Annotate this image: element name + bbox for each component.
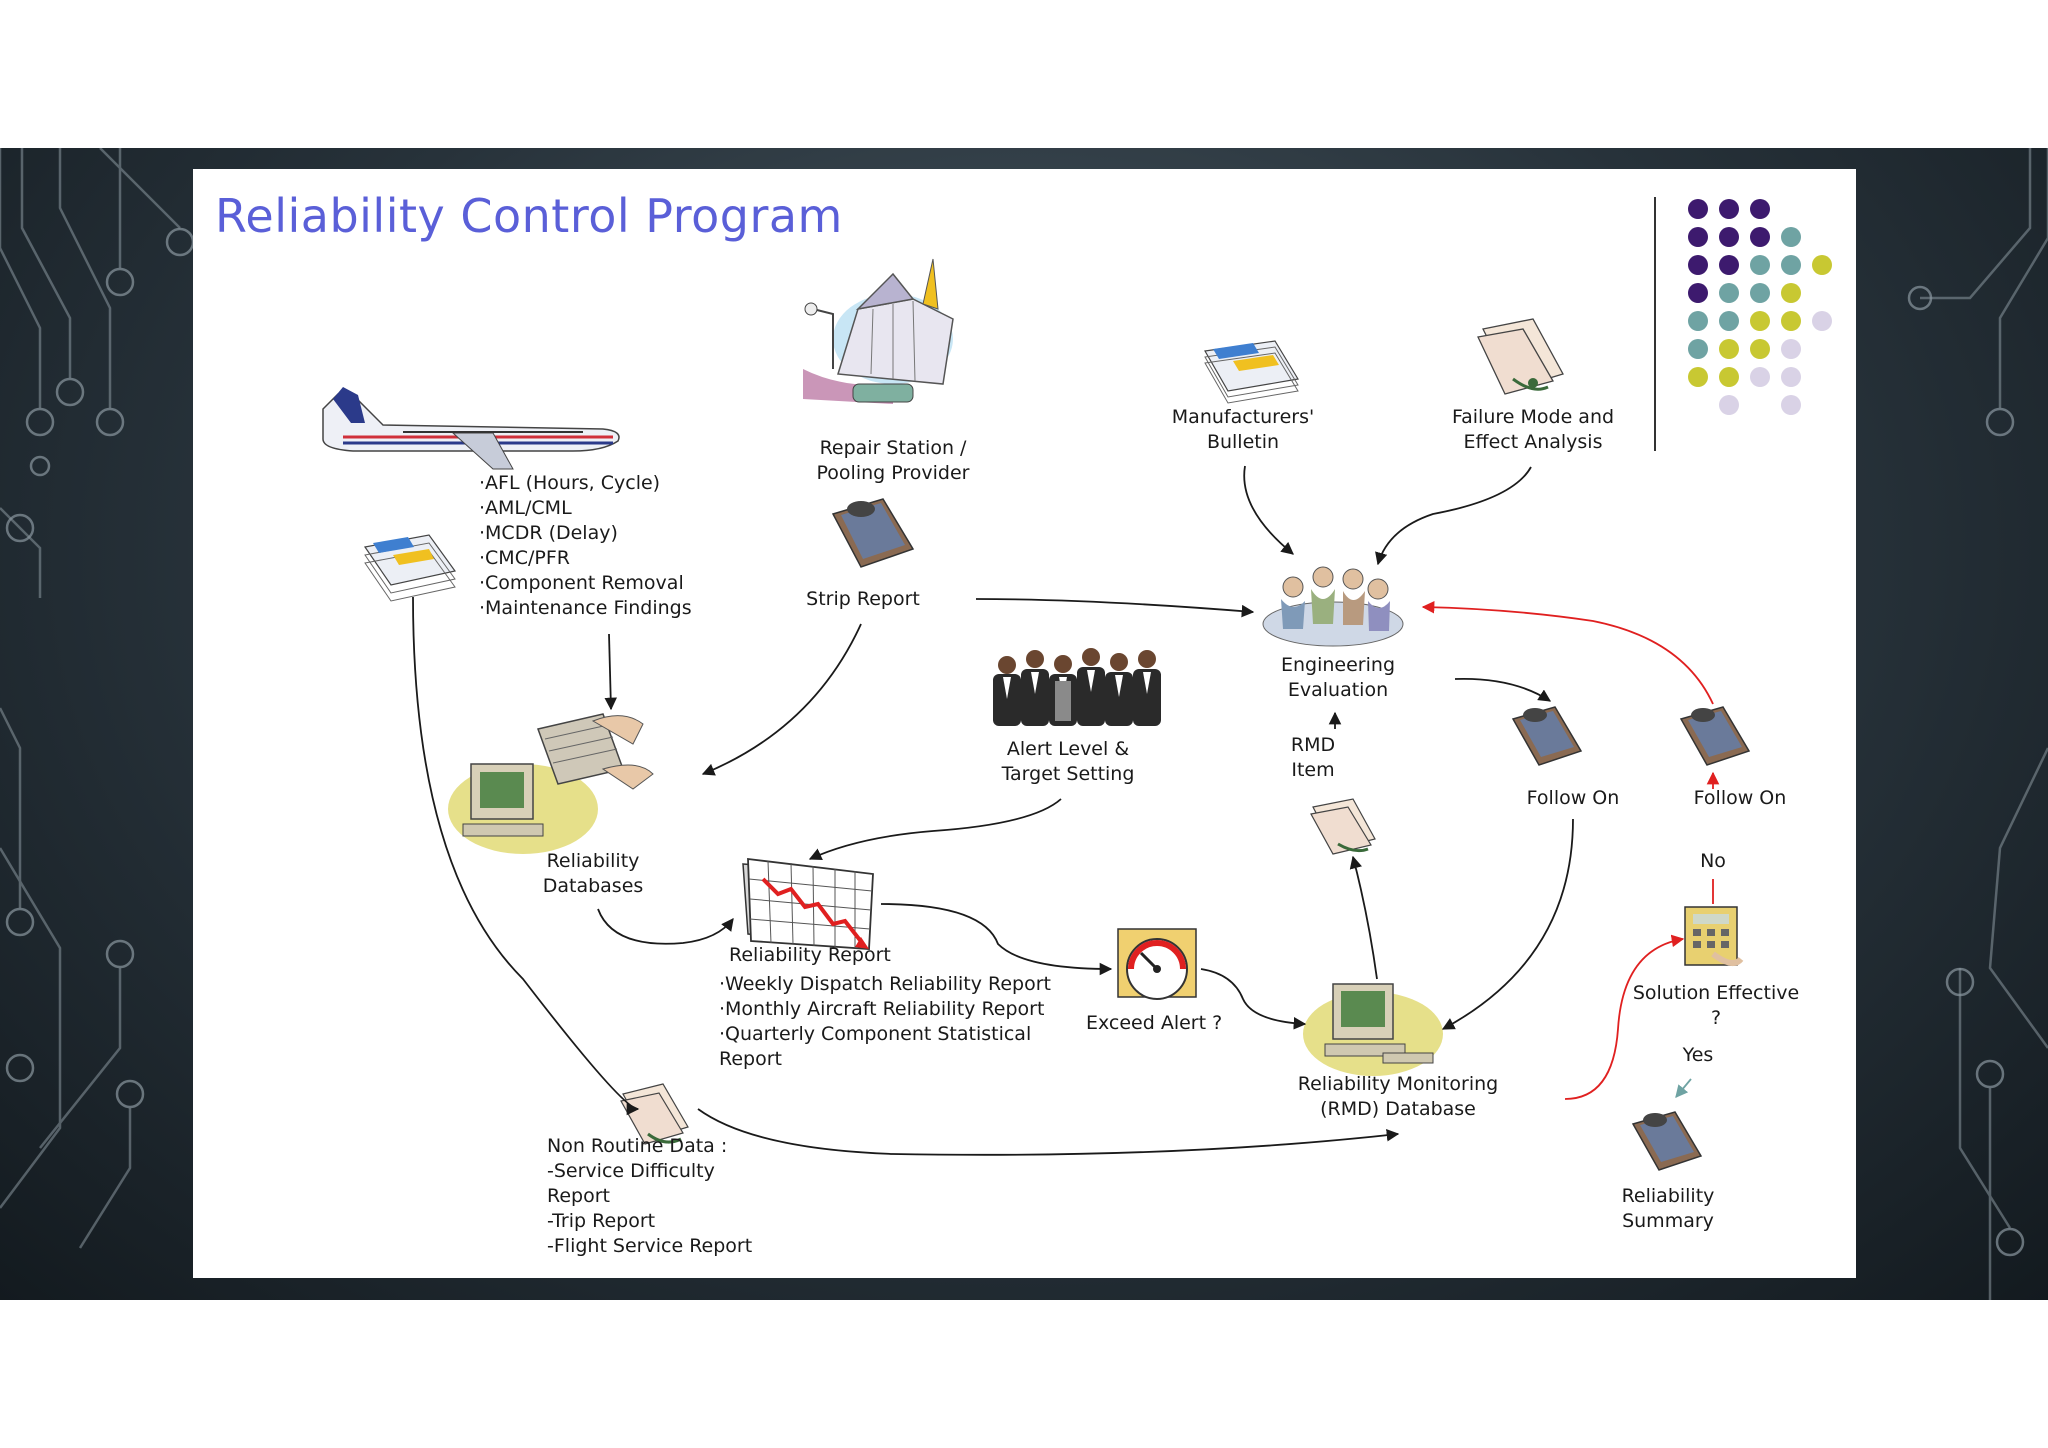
reliability-summary-label: Reliability Summary: [1621, 1185, 1715, 1232]
page-title: Reliability Control Program: [215, 189, 843, 243]
decorative-dot-grid: [1688, 199, 1832, 415]
reliability-report-label: Reliability Report: [729, 944, 891, 966]
feedback-connectors: [1421, 600, 1720, 1100]
list-item: -Flight Service Report: [547, 1235, 753, 1257]
arrow-alert-to-report: [808, 798, 1062, 861]
circuit-pattern: [0, 148, 2048, 1300]
solution-effective-label: Solution Effective ?: [1632, 982, 1800, 1029]
calculator-icon: [1684, 906, 1744, 966]
list-item: Non Routine Data :: [547, 1135, 728, 1157]
non-routine-data-list: Non Routine Data : -Service Difficulty R…: [547, 1134, 752, 1259]
list-item: ·AFL (Hours, Cycle): [479, 472, 661, 494]
arrow-bulletin-to-engineering: [1243, 465, 1294, 555]
exceed-alert-label: Exceed Alert ?: [1086, 1012, 1223, 1034]
report-items-list: ·Weekly Dispatch Reliability Report ·Mon…: [719, 972, 1051, 1072]
list-item: -Service Difficulty: [547, 1160, 715, 1182]
engineering-team-icon: [1262, 566, 1404, 647]
list-item: ·CMC/PFR: [479, 547, 570, 569]
aircraft-data-list: ·AFL (Hours, Cycle) ·AML/CML ·MCDR (Dela…: [479, 471, 692, 621]
no-label: No: [1700, 850, 1726, 872]
list-item: -Trip Report: [547, 1210, 656, 1232]
rmd-item-label: RMD Item: [1290, 734, 1336, 781]
arrow-databases-to-report: [597, 908, 734, 945]
arrow-data-to-databases: [604, 633, 617, 711]
follow-on-label: Follow On: [1526, 787, 1620, 809]
list-item: ·Maintenance Findings: [479, 597, 692, 619]
reliability-summary-clipboard-icon: [1631, 1111, 1703, 1171]
computer-keyboard-icon: [448, 713, 654, 854]
manufacturers-bulletin-label: Manufacturers' Bulletin: [1171, 406, 1315, 453]
arrow-report-to-alert: [880, 903, 1113, 976]
repair-station-icon: [803, 258, 954, 404]
arrow-followon-to-rmd: [1441, 818, 1574, 1030]
follow-on-label-2: Follow On: [1693, 787, 1787, 809]
list-item: ·Quarterly Component Statistical: [719, 1023, 1032, 1045]
arrow-alert-to-rmd: [1200, 968, 1307, 1030]
engineering-evaluation-label: Engineering Evaluation: [1281, 654, 1395, 701]
follow-on-clipboard-icon-2: [1679, 706, 1751, 766]
rmd-item-document-icon: [1310, 798, 1376, 855]
flow-connectors: [412, 465, 1574, 1156]
repair-station-label: Repair Station / Pooling Provider: [816, 437, 970, 484]
arrow-yes-to-summary: [1675, 1078, 1692, 1098]
strip-report-clipboard-icon: [831, 498, 915, 568]
arrow-fmea-to-engineering: [1375, 466, 1532, 566]
team-people-icon: [993, 648, 1161, 726]
list-item: ·AML/CML: [479, 497, 572, 519]
reliability-databases-label: Reliability Databases: [542, 850, 644, 897]
list-item: ·Weekly Dispatch Reliability Report: [719, 973, 1051, 995]
list-item: ·Monthly Aircraft Reliability Report: [719, 998, 1045, 1020]
follow-on-clipboard-icon: [1511, 706, 1583, 766]
list-item: ·MCDR (Delay): [479, 522, 618, 544]
arrow-data-to-nonroutine: [412, 596, 640, 1116]
arrow-strip-to-engineering: [975, 598, 1255, 618]
arrow-rmd-to-solution: [1564, 934, 1685, 1100]
fmea-label: Failure Mode and Effect Analysis: [1451, 406, 1615, 453]
yes-label: Yes: [1682, 1044, 1714, 1066]
diagram-slide: Reliability Control Program ·AFL (Hours,…: [193, 169, 1856, 1278]
diagram-canvas: [322, 197, 1832, 1171]
airplane-icon: [322, 387, 620, 470]
arrow-rmd-to-rmd-item: [1349, 855, 1378, 980]
rmd-database-label: Reliability Monitoring (RMD) Database: [1297, 1073, 1499, 1120]
arrow-engineering-to-followon: [1454, 677, 1552, 702]
list-item: Report: [547, 1185, 610, 1207]
declining-chart-icon: [742, 857, 874, 950]
arrow-strip-to-databases: [701, 623, 862, 776]
arrow-nonroutine-to-rmd: [697, 1108, 1400, 1156]
strip-report-label: Strip Report: [806, 588, 920, 610]
rmd-computer-icon: [1303, 983, 1443, 1076]
list-item: ·Component Removal: [479, 572, 684, 594]
gauge-icon: [1117, 928, 1197, 1000]
arrow-followon-to-engineering: [1421, 600, 1714, 705]
fmea-document-icon: [1477, 318, 1564, 395]
alert-level-label: Alert Level & Target Setting: [1001, 738, 1135, 785]
bulletin-stack-icon: [1204, 340, 1299, 404]
list-item: Report: [719, 1048, 782, 1070]
data-stack-icon: [363, 534, 457, 602]
